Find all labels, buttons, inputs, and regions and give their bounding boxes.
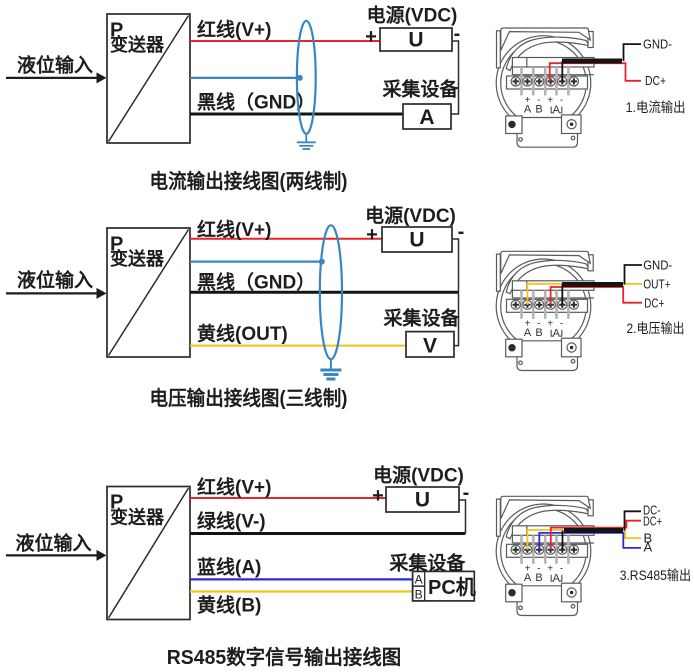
yellow-wire-label: 黄线(OUT)	[197, 322, 288, 345]
power-label: 电源(VDC)	[367, 4, 458, 27]
red-wire-label: 红线(V+)	[197, 476, 271, 499]
pin-label-out: OUT+	[643, 277, 671, 292]
power-unit: U	[415, 489, 430, 512]
ground-icon	[320, 359, 342, 381]
pin-label-a: A	[644, 540, 653, 555]
black-wire-label: 黑线（GND）	[197, 91, 315, 114]
shield-junction-dot	[296, 74, 303, 81]
power-minus: -	[463, 482, 470, 504]
red-wire-label: 红线(V+)	[197, 18, 271, 41]
device-gnd-wire	[622, 43, 641, 61]
pin-label-gnd: GND-	[643, 37, 672, 52]
device-red-wire	[549, 286, 642, 305]
section-voltage-output: 液位输入 P 变送器 红线(V+) 黑线（GND） 黄线(OUT) 电源(VDC…	[6, 204, 685, 410]
device-red-wire	[549, 519, 641, 550]
output-label: 3.RS485输出	[620, 568, 692, 583]
section-rs485-output: 液位输入 P 变送器 红线(V+) 绿线(V-) 蓝线(A) 黄线(B) 电源(…	[6, 464, 692, 669]
power-plus: +	[365, 26, 377, 48]
power-minus: -	[454, 23, 461, 45]
power-unit: U	[409, 229, 424, 252]
pin-label-dc: DC+	[643, 514, 662, 529]
transmitter-diagonal	[107, 229, 190, 356]
power-unit: U	[408, 29, 423, 52]
input-arrow-icon	[96, 549, 107, 561]
power-box	[381, 226, 453, 253]
transmitter-diagonal	[107, 487, 190, 619]
input-label: 液位输入	[17, 54, 93, 77]
collector-unit: PC机	[428, 575, 476, 599]
output-label: 1.电流输出	[626, 100, 686, 115]
section-caption: 电流输出接线图(两线制)	[150, 169, 348, 193]
device-dcm-wire	[623, 510, 641, 531]
pin-label-gnd: GND-	[643, 258, 672, 273]
power-box	[385, 486, 460, 513]
transmitter-head-3	[495, 495, 595, 617]
pin-label-dc: DC+	[644, 296, 664, 311]
device-blue-wire	[538, 532, 641, 550]
transmitter-p: P	[110, 233, 123, 255]
section-current-output: 液位输入 P 变送器 红线(V+) 黑线（GND） 电源(VDC) U + - …	[6, 4, 686, 193]
collector-label: 采集设备	[383, 307, 460, 330]
transmitter-head-2	[495, 250, 595, 372]
green-wire-label: 绿线(V-)	[197, 510, 266, 533]
transmitter-name: 变送器	[110, 34, 165, 55]
transmitter-name: 变送器	[110, 248, 165, 269]
red-wire-label: 红线(V+)	[197, 218, 271, 241]
collector-label: 采集设备	[389, 552, 466, 575]
transmitter-p: P	[110, 492, 123, 514]
device-gnd-wire	[623, 264, 642, 285]
transmitter-p: P	[110, 19, 123, 41]
ground-icon	[296, 133, 316, 150]
port-b-label: B	[415, 587, 423, 601]
return-wire	[451, 40, 460, 115]
pin-label-dcm: DC-	[643, 503, 661, 518]
pin-label-b: B	[644, 531, 653, 546]
input-arrow-icon	[96, 287, 107, 299]
section-caption: RS485数字信号输出接线图	[167, 645, 402, 669]
power-box	[379, 27, 453, 52]
port-b-box	[411, 585, 426, 602]
input-label: 液位输入	[17, 269, 93, 292]
collector-unit: V	[423, 335, 437, 358]
collector-unit: A	[419, 106, 434, 129]
collector-box	[405, 330, 455, 358]
blue-wire-label: 蓝线(A)	[197, 556, 261, 579]
black-wire-label: 黑线（GND）	[197, 271, 315, 294]
input-arrow-icon	[96, 72, 107, 84]
collector-box	[402, 103, 452, 130]
return-wire	[459, 499, 467, 534]
return-wire	[452, 238, 460, 347]
power-minus: -	[458, 221, 465, 243]
power-label: 电源(VDC)	[373, 464, 464, 487]
power-label: 电源(VDC)	[365, 204, 456, 227]
transmitter-diagonal	[107, 15, 190, 142]
power-plus: +	[366, 224, 378, 246]
transmitter-name: 变送器	[110, 507, 165, 528]
output-label: 2.电压输出	[627, 321, 685, 336]
device-red-wire	[548, 62, 641, 82]
pin-label-dc: DC+	[645, 73, 666, 88]
power-plus: +	[372, 485, 384, 507]
port-a-label: A	[415, 573, 423, 587]
section-caption: 电压输出接线图(三线制)	[150, 386, 348, 410]
yellow-wire-label: 黄线(B)	[197, 594, 261, 617]
input-label: 液位输入	[16, 532, 92, 555]
transmitter-head-1	[495, 27, 595, 149]
collector-label: 采集设备	[382, 78, 459, 101]
